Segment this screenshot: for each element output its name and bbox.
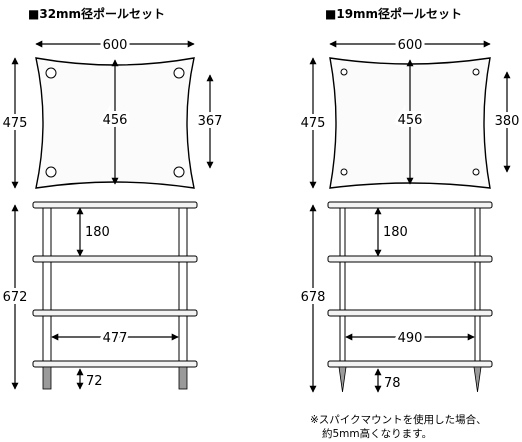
left-shelf	[32, 255, 198, 263]
left-inner-height-label: 367	[198, 114, 223, 129]
left-total-height-label: 475	[3, 116, 28, 131]
right-shelf	[327, 255, 493, 263]
spike-note-line2: 約5mm高くなります。	[322, 427, 432, 440]
left-shelf	[32, 360, 198, 368]
left-foot	[42, 366, 52, 390]
left-pole	[178, 207, 188, 257]
right-title: ■19mm径ポールセット	[325, 6, 462, 21]
left-pole	[178, 261, 188, 311]
left-shelf	[32, 201, 198, 209]
left-rack-height-label: 672	[3, 290, 28, 305]
right-rack-height-label: 678	[301, 290, 326, 305]
left-pole	[42, 261, 52, 311]
right-pole	[339, 207, 346, 257]
left-pole	[42, 207, 52, 257]
left-foot	[178, 366, 188, 390]
left-hole-icon	[173, 67, 185, 79]
left-pole	[178, 315, 188, 362]
right-hole-icon	[340, 68, 348, 76]
right-pole	[474, 261, 481, 311]
right-width-label: 600	[398, 38, 423, 53]
right-pole	[474, 315, 481, 362]
right-shelf-gap-label: 180	[383, 225, 408, 240]
left-hole-icon	[45, 166, 57, 178]
right-figure: ■19mm径ポールセット 600 475 456 380	[298, 6, 522, 440]
right-spike-foot	[338, 366, 347, 393]
left-inner-width-label: 477	[103, 331, 128, 346]
right-pole	[474, 207, 481, 257]
left-width-label: 600	[103, 38, 128, 53]
right-inner-height-label: 380	[495, 114, 520, 129]
left-hole-icon	[173, 166, 185, 178]
right-shelf	[327, 360, 493, 368]
left-foot-height-label: 72	[86, 374, 103, 389]
right-foot-height-label: 78	[384, 376, 401, 391]
right-shelf	[327, 201, 493, 209]
left-panel-height-label: 456	[103, 113, 128, 128]
spike-note-line1: ※スパイクマウントを使用した場合、	[310, 413, 487, 426]
right-spike-foot	[473, 366, 482, 393]
left-figure: ■32mm径ポールセット 600 475 456 367	[0, 6, 225, 390]
right-hole-icon	[472, 168, 480, 176]
left-pole	[42, 315, 52, 362]
left-shelf	[32, 309, 198, 317]
right-panel-height-label: 456	[398, 113, 423, 128]
right-hole-icon	[340, 168, 348, 176]
right-shelf	[327, 309, 493, 317]
right-inner-width-label: 490	[398, 331, 423, 346]
right-total-height-label: 475	[301, 116, 326, 131]
right-hole-icon	[472, 68, 480, 76]
left-hole-icon	[45, 67, 57, 79]
right-pole	[339, 315, 346, 362]
left-title: ■32mm径ポールセット	[28, 6, 165, 21]
right-pole	[339, 261, 346, 311]
left-shelf-gap-label: 180	[85, 225, 110, 240]
